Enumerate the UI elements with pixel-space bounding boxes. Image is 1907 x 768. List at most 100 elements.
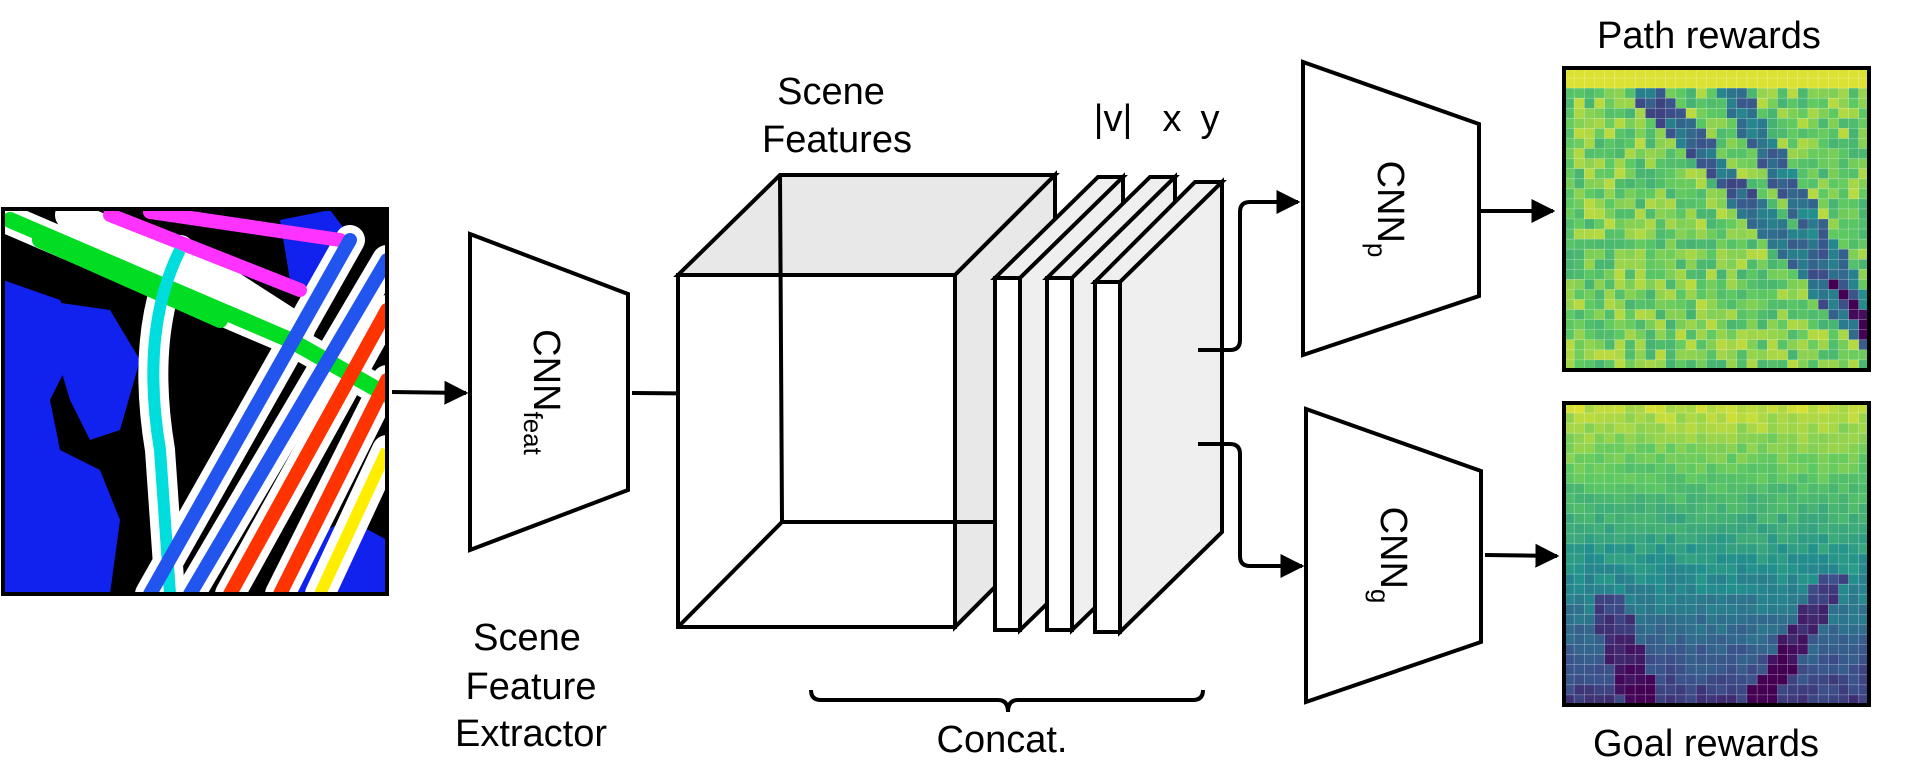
heatmap-cell: [1706, 644, 1717, 655]
heatmap-cell: [1787, 644, 1799, 655]
heatmap-cell: [1604, 634, 1616, 645]
heatmap-cell: [1817, 583, 1829, 595]
heatmap-cell: [1767, 654, 1778, 666]
heatmap-cell: [1614, 432, 1626, 444]
heatmap-cell: [1584, 412, 1595, 424]
heatmap-cell: [1817, 563, 1829, 575]
heatmap-cell: [1604, 503, 1616, 515]
heatmap-cell: [1634, 422, 1646, 434]
heatmap-cell: [1746, 299, 1758, 310]
heatmap-cell: [1838, 432, 1849, 444]
heatmap-cell: [1614, 513, 1626, 525]
heatmap-cell: [1746, 198, 1758, 210]
heatmap-cell: [1624, 228, 1636, 240]
heatmap-cell: [1797, 87, 1809, 99]
heatmap-cell: [1594, 188, 1605, 200]
heatmap-cell: [1695, 309, 1707, 320]
heatmap-cell: [1756, 624, 1768, 635]
heatmap-cell: [1573, 674, 1585, 686]
heatmap-cell: [1665, 432, 1677, 444]
heatmap-cell: [1573, 412, 1585, 424]
heatmap-cell: [1675, 503, 1687, 515]
heatmap-cell: [1685, 299, 1697, 310]
heatmap-cell: [1655, 493, 1666, 504]
heatmap-cell: [1838, 593, 1849, 605]
heatmap-cell: [1848, 432, 1860, 444]
heatmap-cell: [1604, 523, 1616, 535]
heatmap-cell: [1675, 614, 1687, 625]
heatmap-cell: [1828, 228, 1839, 240]
heatmap-cell: [1848, 77, 1860, 89]
heatmap-cell: [1695, 279, 1707, 290]
heatmap-cell: [1706, 238, 1717, 250]
heatmap-cell: [1614, 614, 1626, 625]
heatmap-cell: [1767, 432, 1778, 444]
heatmap-cell: [1848, 453, 1860, 464]
heatmap-cell: [1614, 664, 1626, 676]
heatmap-cell: [1726, 664, 1738, 676]
heatmap-cell: [1675, 634, 1687, 645]
heatmap-cell: [1685, 138, 1697, 149]
heatmap-cell: [1817, 604, 1829, 615]
heatmap-cell: [1584, 493, 1595, 504]
heatmap-cell: [1624, 463, 1636, 474]
heatmap-cell: [1665, 158, 1677, 169]
heatmap-cell: [1584, 329, 1595, 341]
heatmap-cell: [1665, 138, 1677, 149]
heatmap-cell: [1624, 238, 1636, 250]
heatmap-cell: [1736, 503, 1748, 515]
heatmap-cell: [1848, 422, 1860, 434]
heatmap-cell: [1746, 138, 1758, 149]
heatmap-cell: [1634, 228, 1646, 240]
heatmap-cell: [1604, 422, 1616, 434]
heatmap-cell: [1573, 299, 1585, 310]
heatmap-cell: [1655, 279, 1666, 290]
heatmap-cell: [1695, 493, 1707, 504]
heatmap-cell: [1685, 309, 1697, 320]
heatmap-cell: [1828, 634, 1839, 645]
heatmap-cell: [1695, 218, 1707, 230]
heatmap-cell: [1675, 188, 1687, 200]
heatmap-cell: [1716, 624, 1727, 635]
heatmap-cell: [1777, 563, 1788, 575]
heatmap-cell: [1634, 299, 1646, 310]
heatmap-cell: [1716, 473, 1727, 484]
heatmap-cell: [1655, 309, 1666, 320]
heatmap-cell: [1675, 442, 1687, 454]
heatmap-cell: [1695, 503, 1707, 515]
heatmap-cell: [1685, 148, 1697, 159]
heatmap-cell: [1675, 483, 1687, 494]
heatmap-cell: [1777, 188, 1788, 200]
heatmap-cell: [1777, 77, 1788, 89]
heatmap-cell: [1624, 148, 1636, 159]
heatmap-cell: [1838, 493, 1849, 504]
heatmap-cell: [1838, 513, 1849, 525]
heatmap-cell: [1685, 432, 1697, 444]
heatmap-cell: [1756, 634, 1768, 645]
heatmap-cell: [1838, 87, 1849, 99]
heatmap-cell: [1573, 329, 1585, 341]
heatmap-cell: [1716, 269, 1727, 280]
heatmap-cell: [1573, 138, 1585, 149]
heatmap-cell: [1767, 463, 1778, 474]
heatmap-cell: [1614, 178, 1626, 190]
heatmap-cell: [1817, 503, 1829, 515]
heatmap-cell: [1594, 258, 1605, 270]
heatmap-cell: [1828, 563, 1839, 575]
heatmap-cell: [1604, 329, 1616, 341]
heatmap-cell: [1746, 269, 1758, 280]
heatmap-cell: [1706, 128, 1717, 139]
heatmap-cell: [1634, 483, 1646, 494]
heatmap-cell: [1624, 684, 1636, 696]
heatmap-cell: [1777, 543, 1788, 555]
heatmap-cell: [1665, 319, 1677, 331]
heatmap-cell: [1777, 593, 1788, 605]
heatmap-cell: [1767, 158, 1778, 169]
heatmap-cell: [1838, 634, 1849, 645]
y-label: y: [1201, 98, 1220, 140]
heatmap-cell: [1736, 614, 1748, 625]
heatmap-cell: [1838, 128, 1849, 139]
heatmap-cell: [1655, 148, 1666, 159]
heatmap-cell: [1584, 664, 1595, 676]
heatmap-cell: [1594, 654, 1605, 666]
